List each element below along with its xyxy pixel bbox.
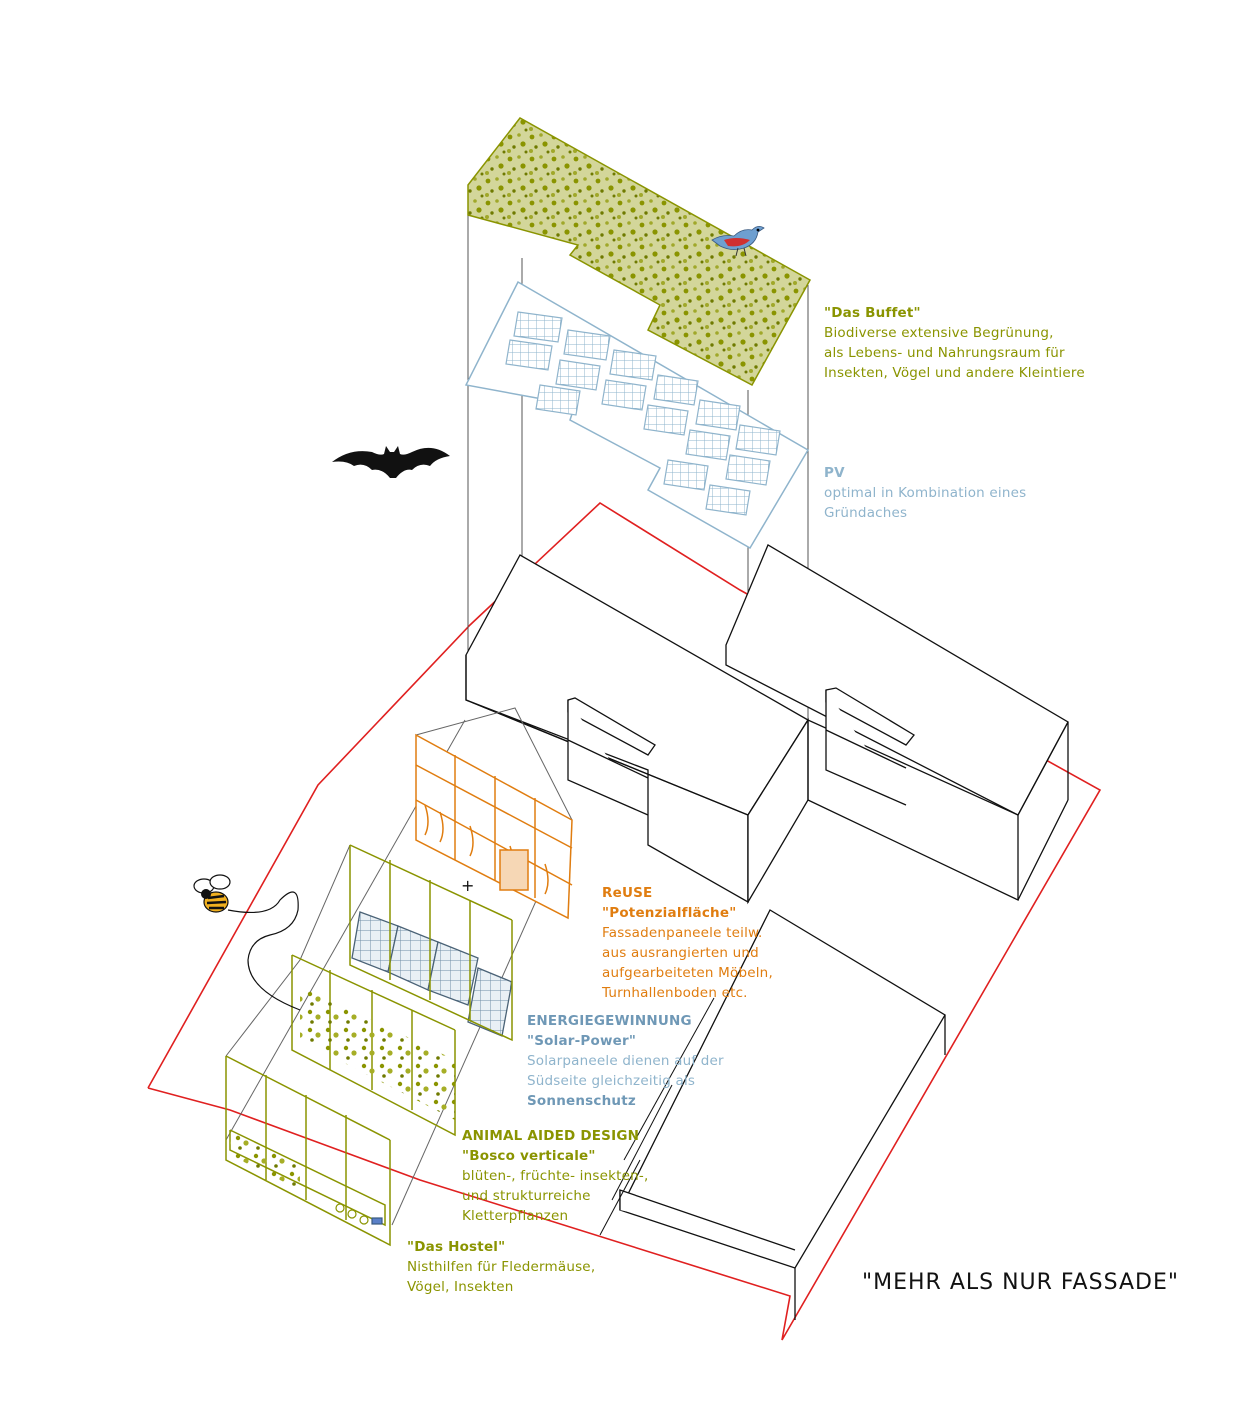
- building-volumes: [465, 544, 1069, 1320]
- bat-icon: [332, 446, 450, 478]
- label-reuse-title-2: "Potenzialfläche": [602, 905, 737, 921]
- bird-icon: [711, 226, 765, 257]
- label-animal-line-3: Kletterpflanzen: [462, 1208, 569, 1224]
- label-pv-line-2: Gründaches: [824, 505, 908, 521]
- label-energy-title-1: ENERGIEGEWINNUNG: [527, 1013, 692, 1029]
- label-pv-line-1: optimal in Kombination eines: [824, 485, 1027, 501]
- label-animal: ANIMAL AIDED DESIGN "Bosco verticale" bl…: [462, 1126, 648, 1226]
- bee-icon: [193, 874, 231, 913]
- label-reuse-line-2: aus ausrangierten und: [602, 945, 759, 961]
- label-buffet-line-2: als Lebens- und Nahrungsraum für: [824, 345, 1065, 361]
- label-reuse-line-3: aufgearbeiteten Möbeln,: [602, 965, 773, 981]
- leader-lines: [599, 997, 715, 1236]
- green-roof: [467, 117, 812, 387]
- label-animal-line-2: und strukturreiche: [462, 1188, 591, 1204]
- bee-flight-path: [227, 891, 301, 1011]
- label-pv-title: PV: [824, 465, 845, 481]
- label-pv: PV optimal in Kombination eines Gründach…: [824, 463, 1026, 523]
- label-reuse-line-4: Turnhallenboden etc.: [602, 985, 748, 1001]
- reuse-panel: [415, 733, 573, 920]
- label-buffet: "Das Buffet" Biodiverse extensive Begrün…: [824, 303, 1085, 383]
- label-reuse: ReUSE "Potenzialfläche" Fassadenpaneele …: [602, 883, 773, 1003]
- site-boundary: [147, 501, 1102, 1341]
- nest-boxes: [335, 1203, 383, 1225]
- label-hostel-title: "Das Hostel": [407, 1239, 506, 1255]
- plus-mark: +: [461, 876, 474, 895]
- label-energy: ENERGIEGEWINNUNG "Solar-Power" Solarpane…: [527, 1011, 724, 1111]
- solar-facade-panels: [351, 911, 513, 1037]
- label-hostel-line-1: Nisthilfen für Fledermäuse,: [407, 1259, 596, 1275]
- label-hostel-line-2: Vögel, Insekten: [407, 1279, 514, 1295]
- label-buffet-line-1: Biodiverse extensive Begrünung,: [824, 325, 1054, 341]
- label-reuse-line-1: Fassadenpaneele teilw.: [602, 925, 763, 941]
- label-reuse-title-1: ReUSE: [602, 885, 653, 901]
- label-hostel: "Das Hostel" Nisthilfen für Fledermäuse,…: [407, 1237, 595, 1297]
- label-buffet-line-3: Insekten, Vögel und andere Kleintiere: [824, 365, 1085, 381]
- pv-panels: [505, 311, 781, 516]
- label-energy-line-1: Solarpaneele dienen auf der: [527, 1053, 724, 1069]
- label-energy-bold-line: Sonnenschutz: [527, 1093, 636, 1109]
- label-energy-title-2: "Solar-Power": [527, 1033, 637, 1049]
- label-buffet-title: "Das Buffet": [824, 305, 921, 321]
- label-animal-title-1: ANIMAL AIDED DESIGN: [462, 1128, 640, 1144]
- climbing-plants: [230, 985, 455, 1190]
- label-animal-title-2: "Bosco verticale": [462, 1148, 596, 1164]
- label-energy-line-2: Südseite gleichzeitig als: [527, 1073, 696, 1089]
- main-title: "MEHR ALS NUR FASSADE": [862, 1270, 1179, 1295]
- label-animal-line-1: blüten-, früchte- insekten-,: [462, 1168, 649, 1184]
